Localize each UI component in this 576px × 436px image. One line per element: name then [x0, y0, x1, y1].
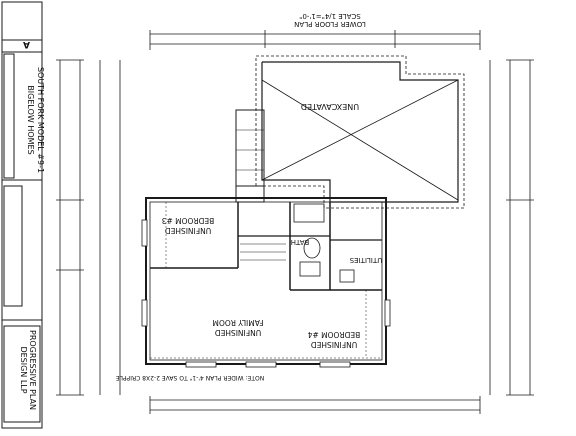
- designer-line2: DESIGN LLP: [19, 346, 28, 393]
- sheet-caption: LOWER FLOOR PLAN: [294, 20, 366, 28]
- room-label-bedroom3-line1: UNFINISHED: [165, 226, 212, 235]
- room-label-bedroom3-line2: BEDROOM #3: [161, 216, 214, 225]
- plan-note: NOTE: WIDER PLAN 4'-1" TO SAVE 2-2X8 CRI…: [116, 374, 265, 381]
- basement-walls: [145, 109, 387, 365]
- room-label-bedroom4-line1: UNFINISHED: [311, 340, 358, 349]
- title-block: [1, 1, 43, 429]
- designer-line1: PROGRESSIVE PLAN: [28, 330, 37, 410]
- dimension-lines: [56, 30, 534, 414]
- room-label-family-line2: FAMILY ROOM: [212, 318, 263, 327]
- scale-label: SCALE 1/4"=1'-0": [299, 12, 361, 20]
- room-label-unexcavated: UNEXCAVATED: [301, 102, 359, 111]
- company-name: BIGELOW HOMES: [26, 85, 35, 154]
- room-label-utilities: UTILITIES: [349, 256, 382, 264]
- room-label-family-line1: UNFINISHED: [215, 328, 262, 337]
- room-label-bedroom4-line2: BEDROOM #4: [307, 330, 360, 339]
- sheet-number: A: [23, 39, 30, 49]
- room-label-bath: BATH: [291, 238, 310, 246]
- window-markers: [141, 219, 391, 368]
- model-name: SOUTH FORK MODEL #9-1: [36, 67, 45, 173]
- unexcavated-area: [255, 55, 465, 209]
